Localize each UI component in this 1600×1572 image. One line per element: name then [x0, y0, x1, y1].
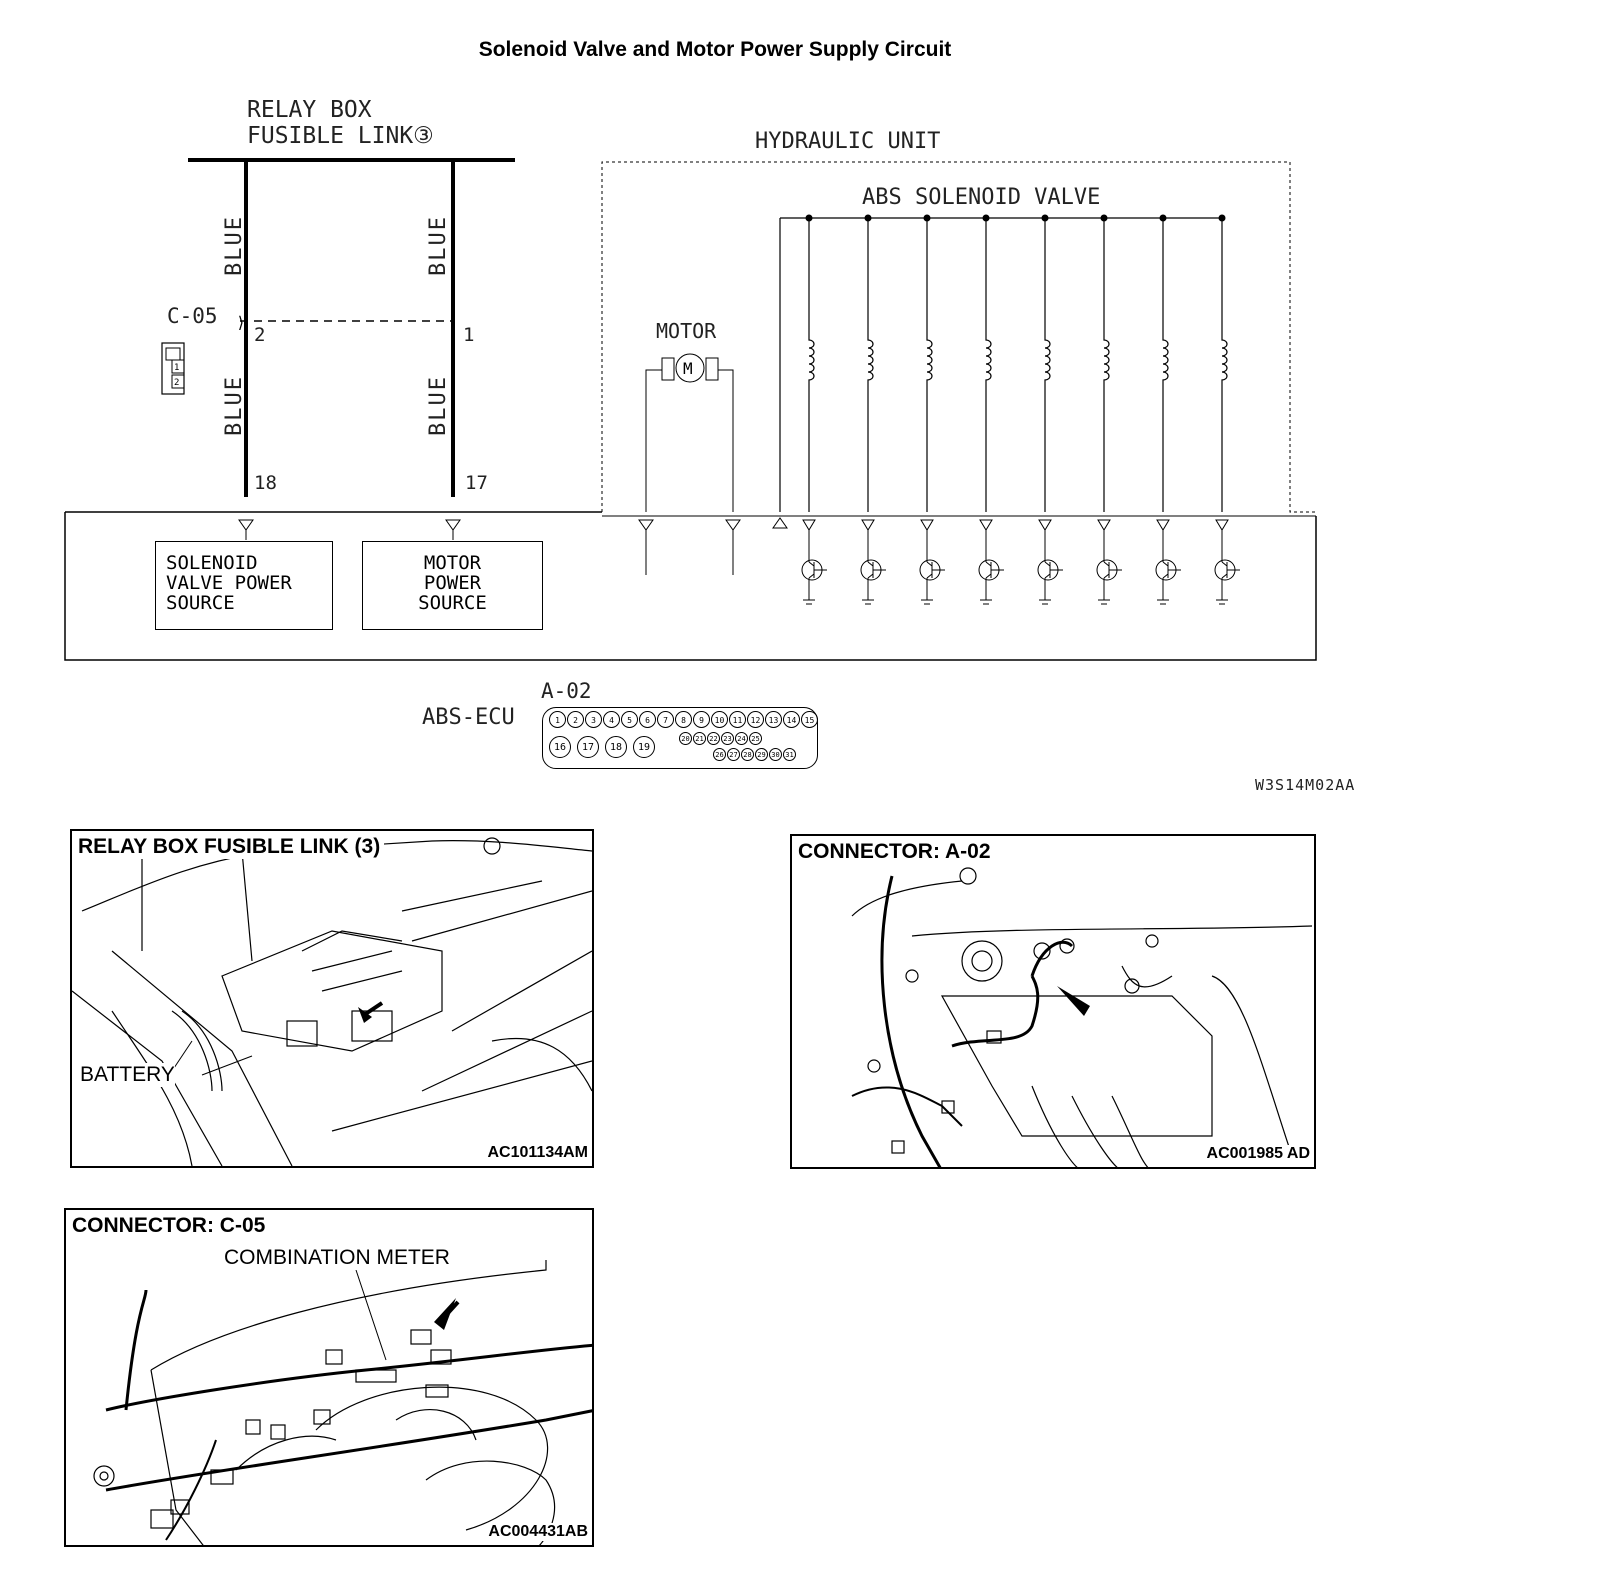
combination-meter-callout: COMBINATION METER [224, 1246, 450, 1270]
ecu-pin-18: 18 [605, 736, 627, 758]
ecu-pin-27: 27 [727, 748, 740, 761]
ecu-pin-6: 6 [639, 711, 656, 728]
ecu-pin-4: 4 [603, 711, 620, 728]
ecu-pin-arrow-18 [238, 519, 254, 540]
motor-power-source-box: MOTOR POWER SOURCE [362, 541, 543, 630]
a02-panel-title: CONNECTOR: A-02 [798, 840, 995, 864]
ecu-connector-label: A-02 [541, 679, 592, 703]
c05-pin-1: 1 [463, 324, 475, 346]
c05-pin-2: 2 [254, 324, 266, 346]
ecu-pin-2: 2 [567, 711, 584, 728]
solenoid-valve-power-source-box: SOLENOID VALVE POWER SOURCE [155, 541, 333, 630]
ecu-pin-18-label: 18 [254, 472, 277, 494]
ecu-pin-19: 19 [633, 736, 655, 758]
solenoid-coil-8 [1214, 214, 1240, 605]
ecu-pin-26: 26 [713, 748, 726, 761]
ecu-pin-12: 12 [747, 711, 764, 728]
relay-panel-title: RELAY BOX FUSIBLE LINK (3) [78, 835, 385, 859]
wire-color-lower-left: BLUE [222, 375, 247, 436]
relay-box-illustration [72, 837, 592, 1166]
c05-tick-left: ⟩ [236, 313, 246, 332]
ecu-pin-16: 16 [549, 736, 571, 758]
solenoid-coil-3 [919, 214, 945, 605]
connector-a02-photo-panel: CONNECTOR: A-02 AC001985 AD [790, 834, 1316, 1169]
solenoid-coil-4 [978, 214, 1004, 605]
relay-box-label-2: FUSIBLE LINK③ [247, 123, 434, 149]
wire-color-lower-right: BLUE [426, 375, 451, 436]
solenoid-coil-6 [1096, 214, 1122, 605]
ecu-pin-9: 9 [693, 711, 710, 728]
motor-label: MOTOR [656, 319, 717, 343]
ecu-pin-15: 15 [801, 711, 818, 728]
ecu-pin-25: 25 [749, 732, 762, 745]
ecu-pin-11: 11 [729, 711, 746, 728]
relay-panel-code: AC101134AM [487, 1144, 588, 1162]
ecu-pin-21: 21 [693, 732, 706, 745]
ecu-pin-17: 17 [577, 736, 599, 758]
diagram-code: W3S14M02AA [1255, 776, 1356, 794]
a02-arrow-icon [1057, 986, 1090, 1016]
ecu-pin-24: 24 [735, 732, 748, 745]
a02-panel-code: AC001985 AD [1206, 1145, 1310, 1163]
wire-color-upper-right: BLUE [426, 215, 451, 276]
solenoid-coil-2 [860, 214, 886, 605]
ecu-pin-29: 29 [755, 748, 768, 761]
c05-panel-title: CONNECTOR: C-05 [72, 1214, 270, 1238]
solenoid-coil-5 [1037, 214, 1063, 605]
ecu-pin-7: 7 [657, 711, 674, 728]
solenoid-coil-1 [801, 214, 827, 605]
c05-icon-pin-2: 2 [174, 378, 179, 388]
connector-c05-illustration [93, 1260, 592, 1545]
ecu-pin-20: 20 [679, 732, 692, 745]
battery-callout: BATTERY [80, 1063, 175, 1087]
motor-circuit: M [645, 353, 734, 512]
solenoid-coil-7 [1155, 214, 1181, 605]
abs-ecu-label: ABS-ECU [422, 705, 515, 730]
c05-icon-pin-1: 1 [174, 363, 179, 373]
abs-solenoid-valve-label: ABS SOLENOID VALVE [862, 185, 1101, 210]
wire-color-upper-left: BLUE [222, 215, 247, 276]
hydraulic-unit-outline [601, 161, 1316, 513]
ecu-pin-30: 30 [769, 748, 782, 761]
ecu-pin-3: 3 [585, 711, 602, 728]
connector-c05-label: C-05 [167, 304, 218, 328]
ecu-pin-31: 31 [783, 748, 796, 761]
page-title: Solenoid Valve and Motor Power Supply Ci… [478, 38, 952, 61]
motor-symbol: M [683, 359, 693, 378]
c05-panel-code: AC004431AB [488, 1523, 588, 1541]
ecu-pin-arrow-17 [445, 519, 461, 540]
ecu-pin-5: 5 [621, 711, 638, 728]
ecu-pin-14: 14 [783, 711, 800, 728]
connector-a02-illustration [851, 867, 1313, 1167]
relay-box-label-1: RELAY BOX [247, 97, 372, 123]
ecu-pin-8: 8 [675, 711, 692, 728]
ecu-pin-13: 13 [765, 711, 782, 728]
ecu-outline [64, 512, 1317, 661]
ecu-pin-10: 10 [711, 711, 728, 728]
connector-c05-photo-panel: CONNECTOR: C-05 COMBINATION METER AC0044… [64, 1208, 594, 1547]
relay-box-photo-panel: RELAY BOX FUSIBLE LINK (3) BATTERY AC101… [70, 829, 594, 1168]
solenoid-coils [801, 214, 1240, 605]
ecu-pin-17-label: 17 [465, 472, 488, 494]
ecu-pin-23: 23 [721, 732, 734, 745]
ecu-pin-28: 28 [741, 748, 754, 761]
hydraulic-unit-label: HYDRAULIC UNIT [755, 129, 941, 154]
ecu-pin-1: 1 [549, 711, 566, 728]
ecu-pin-22: 22 [707, 732, 720, 745]
c05-connector-icon: 1 2 [161, 342, 185, 395]
